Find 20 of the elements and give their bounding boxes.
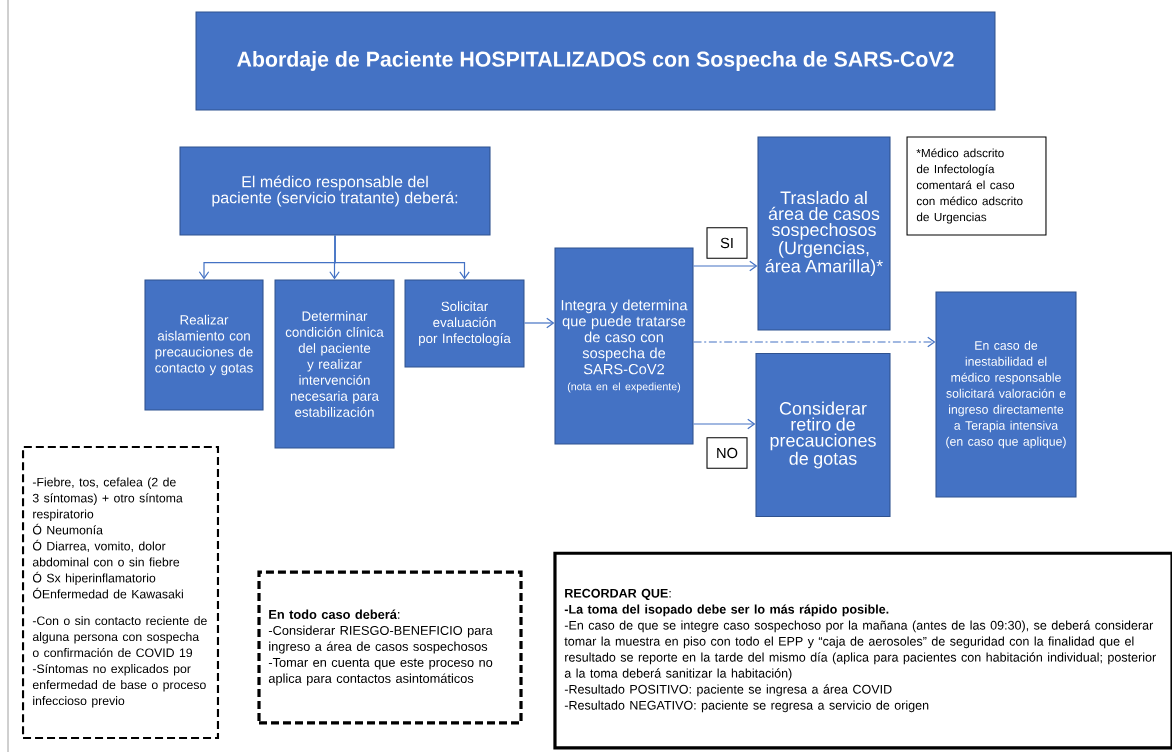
note-box: *Médico adscrito de Infectología comentará el caso con médico adscrito de Urgencias — [906, 136, 1047, 236]
reminder-box: RECORDAR QUE: -La toma del isopado debe ser lo más rápido posible. -En caso de que se integre caso sospechoso por la mañana (antes de las 09:30), se deberá considerar tomar la muestra en piso con todo el EPP y “caja de aerosoles” de seguridad con la finalidad que el resultado se reporte en la tarde del mismo día (aplica para pacientes con habitación individual; posterior a la toma deberá sanitizar la habitación) -Resultado POSITIVO: paciente se ingresa a área COVID -Resultado NEGATIVO: paciente se regresa a servicio de origen — [553, 551, 1172, 750]
process-box: En caso de inestabilidad el médico responsable solicitará valoración e ingreso directamente a Terapia intensiva (en caso que aplique) — [935, 291, 1077, 498]
arrow — [692, 418, 756, 430]
title-banner: Abordaje de Paciente HOSPITALIZADOS con Sospecha de SARS-CoV2 — [195, 11, 996, 111]
arrow — [334, 234, 470, 280]
arrow — [523, 317, 555, 329]
process-box: Integra y determina que puede tratarse de caso con sospecha de SARS-CoV2 (nota en el expediente) — [554, 247, 694, 445]
process-box: El médico responsable del paciente (servicio tratante) deberá: — [179, 146, 491, 236]
edge-label: NO — [706, 437, 748, 469]
arrow — [692, 260, 758, 272]
process-box: Considerar retiro de precauciones de gotas — [755, 353, 891, 517]
process-box: Traslado al área de casos sospechosos (Urgencias, área Amarilla)* — [757, 136, 891, 331]
process-box: Determinar condición clínica del paciente y realizar intervención necesaria para estabilización — [274, 279, 395, 449]
criteria-box: -Fiebre, tos, cefalea (2 de 3 síntomas) + otro síntoma respiratorio Ó Neumonía Ó Diarrea, vomito, dolor abdominal con o sin fiebre Ó Sx hiperinflamatorio ÓEnfermedad de Kawasaki -Con o sin contacto reciente de alguna persona con sospecha o confirmación de COVID 19 -Síntomas no explicados por enfermedad de base o proceso infeccioso previo — [21, 445, 220, 740]
note-box: En todo caso deberá: -Considerar RIESGO-BENEFICIO para ingreso a área de casos sospechosos -Tomar en cuenta que este proceso no aplica para contactos asintomáticos — [257, 570, 523, 725]
edge-label: SI — [706, 227, 748, 259]
process-box: Solicitar evaluación por Infectología — [404, 279, 525, 368]
arrow — [692, 336, 936, 348]
process-box: Realizar aislamiento con precauciones de contacto y gotas — [144, 279, 264, 411]
